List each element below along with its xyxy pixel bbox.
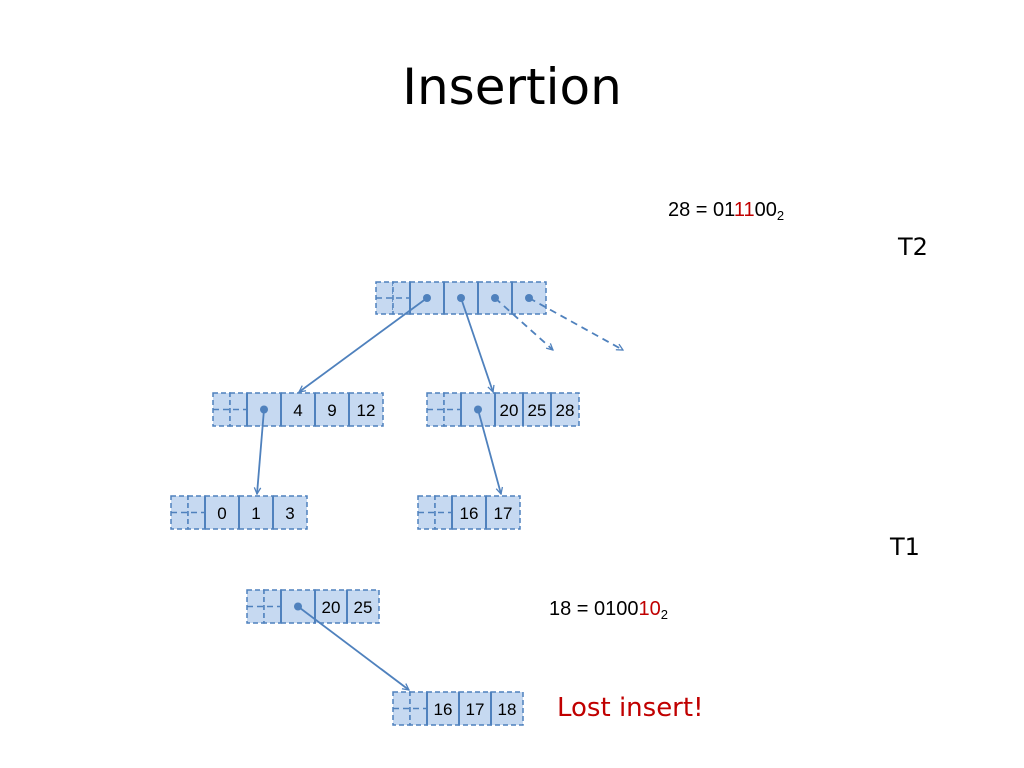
key-cell	[314, 392, 350, 427]
equation-28-base: 2	[776, 208, 785, 223]
key-cell	[272, 495, 308, 530]
lost-insert-label: Lost insert!	[557, 693, 704, 723]
key-25: 25	[528, 401, 547, 420]
key-3: 3	[285, 504, 294, 523]
equation-28-highlight: 11	[733, 199, 755, 221]
key-cell	[238, 495, 274, 530]
key-4: 4	[293, 401, 302, 420]
label-t1: T1	[890, 533, 920, 561]
pointer-root-dangling-1	[494, 297, 553, 350]
key-12: 12	[357, 401, 376, 420]
key-20: 20	[322, 598, 341, 617]
key-25: 25	[354, 598, 373, 617]
equation-28-suffix: 00	[754, 199, 777, 221]
equation-28: 28 = 0111002	[668, 199, 784, 223]
key-cell	[280, 392, 316, 427]
key-17: 17	[494, 504, 513, 523]
node-t1-leaf: 16 17 18	[392, 691, 524, 726]
equation-18-prefix: 18 = 0100	[549, 598, 639, 620]
key-18: 18	[498, 700, 517, 719]
pointer-root-to-mid-left	[299, 297, 428, 392]
key-17: 17	[466, 700, 485, 719]
pointer-root-to-mid-right	[460, 297, 493, 392]
equation-18: 18 = 0100102	[549, 598, 668, 622]
label-t2: T2	[898, 233, 928, 261]
key-cell	[346, 589, 380, 624]
key-9: 9	[327, 401, 336, 420]
pointer-mid-left-to-leaf	[257, 409, 265, 495]
equation-28-prefix: 28 = 01	[668, 199, 734, 221]
pointer-mid-right-to-leaf	[477, 409, 501, 495]
pointer-root-dangling-2	[528, 297, 623, 351]
key-1: 1	[251, 504, 260, 523]
key-cell	[490, 691, 524, 726]
key-cell	[204, 495, 240, 530]
node-mid-left: 4 9 12	[212, 392, 384, 427]
pointer-t1-node-to-leaf	[297, 605, 409, 691]
equation-18-base: 2	[660, 607, 669, 622]
pointers-layer	[257, 297, 623, 691]
key-16: 16	[434, 700, 453, 719]
key-16: 16	[460, 504, 479, 523]
key-cell	[348, 392, 384, 427]
equation-18-highlight: 10	[638, 598, 661, 620]
node-leaf-left: 0 1 3	[170, 495, 308, 530]
slide-title: Insertion	[402, 58, 622, 116]
key-0: 0	[217, 504, 226, 523]
node-mid-right: 20 25 28	[426, 392, 580, 427]
key-cell	[494, 392, 524, 427]
key-28: 28	[556, 401, 575, 420]
key-20: 20	[500, 401, 519, 420]
key-cell	[485, 495, 521, 530]
